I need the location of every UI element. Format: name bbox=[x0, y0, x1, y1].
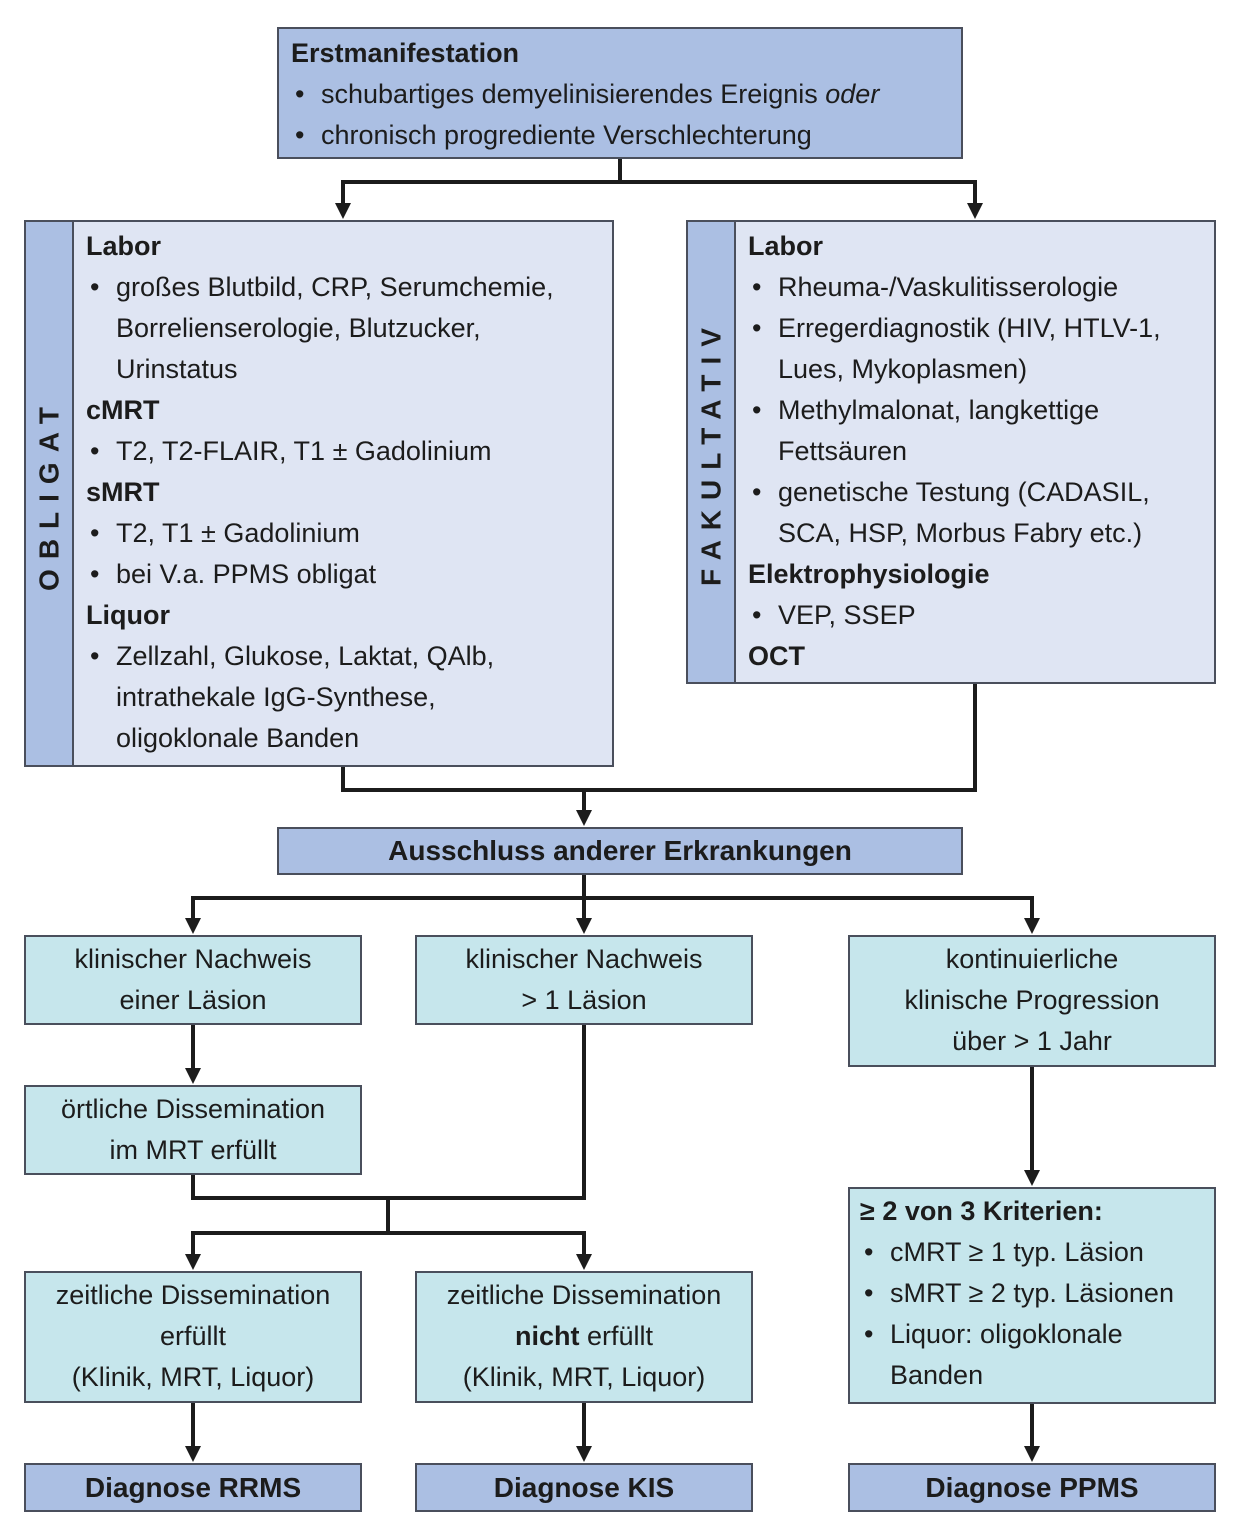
list-item: Erregerdiagnostik (HIV, HTLV-1, Lues, My… bbox=[748, 308, 1208, 390]
arrowhead bbox=[185, 1446, 201, 1462]
arrowhead bbox=[335, 203, 351, 219]
criteria-box: ≥ 2 von 3 Kriterien: cMRT ≥ 1 typ. Läsio… bbox=[848, 1187, 1216, 1404]
list-item: großes Blutbild, CRP, Serumchemie, Borre… bbox=[86, 267, 606, 390]
arrowhead bbox=[1024, 1170, 1040, 1186]
connector-merge-exclusion bbox=[341, 683, 977, 812]
list-item: T2, T2-FLAIR, T1 ± Gadolinium bbox=[86, 431, 606, 472]
arrowhead bbox=[967, 203, 983, 219]
diagnosis-ppms-box: Diagnose PPMS bbox=[848, 1463, 1216, 1512]
arrowhead bbox=[185, 1068, 201, 1084]
list-item: bei V.a. PPMS obligat bbox=[86, 554, 606, 595]
criteria-heading: ≥ 2 von 3 Kriterien: bbox=[860, 1196, 1103, 1226]
arrowhead bbox=[185, 1254, 201, 1270]
obligat-side-label: OBLIGAT bbox=[26, 222, 74, 765]
fakultativ-side-label: FAKULTATIV bbox=[688, 222, 736, 682]
section-heading: Labor bbox=[86, 231, 162, 261]
connector-start-split bbox=[341, 158, 977, 205]
section-heading: Liquor bbox=[86, 600, 170, 630]
list-item: cMRT ≥ 1 typ. Läsion bbox=[860, 1232, 1204, 1273]
list-item: genetische Testung (CADASIL, SCA, HSP, M… bbox=[748, 472, 1208, 554]
list-item: Zellzahl, Glukose, Laktat, QAlb, intrath… bbox=[86, 636, 606, 759]
section-heading: cMRT bbox=[86, 395, 160, 425]
progression-box: kontinuierliche klinische Progression üb… bbox=[848, 935, 1216, 1067]
connector-merge-temporal bbox=[191, 1024, 586, 1256]
list-item: T2, T1 ± Gadolinium bbox=[86, 513, 606, 554]
diagnosis-kis-box: Diagnose KIS bbox=[415, 1463, 753, 1512]
diagnosis-rrms-box: Diagnose RRMS bbox=[24, 1463, 362, 1512]
exclusion-label: Ausschluss anderer Erkrankungen bbox=[388, 835, 852, 866]
start-box: Erstmanifestation schubartiges demyelini… bbox=[277, 27, 963, 159]
list-item: Rheuma-/Vaskulitisserologie bbox=[748, 267, 1208, 308]
arrowhead bbox=[576, 1446, 592, 1462]
connector-exclusion-split bbox=[191, 874, 1034, 920]
temporal-yes-box: zeitliche Dissemination erfüllt (Klinik,… bbox=[24, 1271, 362, 1403]
exclusion-box: Ausschluss anderer Erkrankungen bbox=[277, 827, 963, 875]
obligat-panel: OBLIGAT Labor großes Blutbild, CRP, Seru… bbox=[24, 220, 614, 767]
arrowhead bbox=[576, 1254, 592, 1270]
list-item: sMRT ≥ 2 typ. Läsionen bbox=[860, 1273, 1204, 1314]
clinical-one-lesion-box: klinischer Nachweis einer Läsion bbox=[24, 935, 362, 1025]
arrowhead bbox=[1024, 918, 1040, 934]
section-heading: sMRT bbox=[86, 477, 160, 507]
start-item: schubartiges demyelinisierendes Ereignis… bbox=[291, 74, 949, 115]
temporal-no-box: zeitliche Dissemination nicht erfüllt (K… bbox=[415, 1271, 753, 1403]
start-title: Erstmanifestation bbox=[291, 38, 520, 68]
list-item: VEP, SSEP bbox=[748, 595, 1208, 636]
arrowhead bbox=[576, 810, 592, 826]
section-heading: Labor bbox=[748, 231, 824, 261]
section-heading: OCT bbox=[748, 641, 805, 671]
fakultativ-panel: FAKULTATIV Labor Rheuma-/Vaskulitisserol… bbox=[686, 220, 1216, 684]
start-item: chronisch progrediente Verschlechterung bbox=[291, 115, 949, 156]
fakultativ-content: Labor Rheuma-/Vaskulitisserologie Errege… bbox=[748, 226, 1208, 677]
obligat-content: Labor großes Blutbild, CRP, Serumchemie,… bbox=[86, 226, 606, 759]
arrowhead bbox=[185, 918, 201, 934]
arrowhead bbox=[1024, 1446, 1040, 1462]
arrowhead bbox=[576, 918, 592, 934]
section-heading: Elektrophysiologie bbox=[748, 559, 990, 589]
spatial-dissemination-box: örtliche Dissemination im MRT erfüllt bbox=[24, 1085, 362, 1175]
list-item: Liquor: oligoklonale Banden bbox=[860, 1314, 1204, 1396]
clinical-multi-lesion-box: klinischer Nachweis > 1 Läsion bbox=[415, 935, 753, 1025]
list-item: Methylmalonat, langkettige Fettsäuren bbox=[748, 390, 1208, 472]
